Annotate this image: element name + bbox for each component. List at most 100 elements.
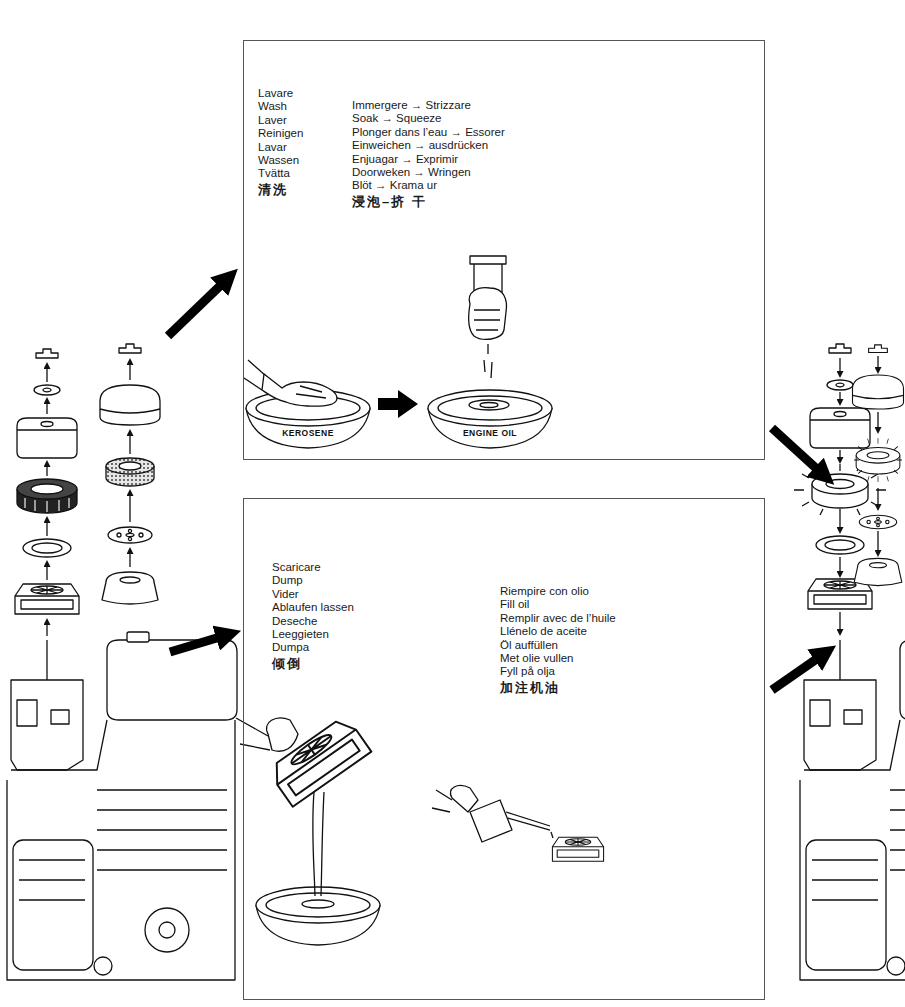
clean-rays xyxy=(854,438,902,482)
instruction-word: Fyll på olja xyxy=(500,665,616,678)
drips xyxy=(484,344,492,378)
line-art xyxy=(46,364,47,382)
instruction-word: Öl auffüllen xyxy=(500,639,616,652)
holding-hand xyxy=(450,786,478,812)
plate xyxy=(108,527,152,543)
flow-arrow xyxy=(772,658,818,690)
gasket xyxy=(816,536,864,554)
text-column: Immergere → StrizzareSoak → SqueezePlong… xyxy=(352,99,505,210)
ripple xyxy=(480,403,498,408)
instruction-word: 清洗 xyxy=(258,182,303,198)
instruction-word: Dumpa xyxy=(272,641,354,654)
finger-lines xyxy=(474,310,500,330)
line-art xyxy=(839,612,840,634)
part-arrows xyxy=(840,356,878,634)
line-art xyxy=(839,516,840,532)
text-column: Riempire con olioFill oilRemplir avec de… xyxy=(500,585,616,696)
line-art xyxy=(129,491,130,522)
instruction-word: Wash xyxy=(258,100,303,113)
instruction-word: Llénelo de aceite xyxy=(500,625,616,638)
washer xyxy=(34,385,60,395)
wing-nut xyxy=(829,344,851,353)
wing-nut xyxy=(869,345,888,353)
line-art xyxy=(877,356,878,372)
wing-nut xyxy=(36,349,58,358)
gasket xyxy=(23,539,71,557)
part-arrows xyxy=(47,360,130,636)
instruction-word: Met olie vullen xyxy=(500,652,616,665)
cleaner-base xyxy=(15,584,79,614)
foam-element xyxy=(106,458,154,486)
filling-base xyxy=(552,837,603,861)
line-art xyxy=(46,562,47,580)
instruction-word: Enjuagar → Exprimir xyxy=(352,153,505,166)
flow-arrows xyxy=(168,284,818,690)
dirty-element xyxy=(17,479,77,513)
text-column: LavareWashLaverReinigenLavarWassenTvätta… xyxy=(258,87,303,198)
instruction-word: Wassen xyxy=(258,154,303,167)
line-art xyxy=(839,358,840,376)
line-art xyxy=(46,399,47,414)
instruction-word: 浸泡–挤 干 xyxy=(352,194,505,210)
instruction-panel: ScaricareDumpViderAblaufen lassenDeseche… xyxy=(243,498,765,1000)
wing-nut xyxy=(119,344,141,353)
squeezing-fist xyxy=(469,288,507,340)
line-art xyxy=(46,462,47,476)
instruction-word: Laver xyxy=(258,114,303,127)
instruction-word: Ablaufen lassen xyxy=(272,601,354,614)
wash-steps xyxy=(244,256,552,448)
line-art xyxy=(877,412,878,432)
instruction-word: Vider xyxy=(272,588,354,601)
basin-label: KEROSENE xyxy=(280,428,336,439)
instruction-panel: LavareWashLaverReinigenLavarWassenTvätta… xyxy=(243,40,765,460)
instruction-word: Deseche xyxy=(272,615,354,628)
line-art xyxy=(877,488,878,509)
instruction-word: Dump xyxy=(272,574,354,587)
instruction-word: Reinigen xyxy=(258,127,303,140)
ripple xyxy=(302,900,334,908)
cleaner-base xyxy=(102,572,158,604)
instruction-word: Immergere → Strizzare xyxy=(352,99,505,112)
line-art xyxy=(877,531,878,555)
pouring-hand xyxy=(267,718,298,751)
ripple xyxy=(469,400,509,410)
instruction-word: Leeggieten xyxy=(272,628,354,641)
flow-arrow xyxy=(772,428,818,470)
line-art xyxy=(129,549,130,567)
instruction-word: Doorweken → Wringen xyxy=(352,166,505,179)
text-column: ScaricareDumpViderAblaufen lassenDeseche… xyxy=(272,561,354,672)
tilted-base xyxy=(267,715,371,807)
instruction-word: Soak → Squeeze xyxy=(352,112,505,125)
engine-drawing xyxy=(800,632,905,980)
oil-basin xyxy=(428,390,552,448)
instruction-word: 加注机油 xyxy=(500,680,616,696)
engine-drawing xyxy=(7,632,237,980)
flow-arrow xyxy=(168,284,222,336)
instruction-word: Riempire con olio xyxy=(500,585,616,598)
left-exploded-parts xyxy=(7,344,237,980)
cleaner-cover xyxy=(100,385,160,425)
cleaner-cover xyxy=(17,418,77,458)
flow-arrow xyxy=(170,637,220,652)
instruction-word: Lavare xyxy=(258,87,303,100)
spout xyxy=(506,812,550,830)
sleeve xyxy=(432,790,452,812)
sleeve xyxy=(236,718,270,750)
instruction-word: Lavar xyxy=(258,141,303,154)
line-art xyxy=(46,518,47,536)
instruction-word: Scaricare xyxy=(272,561,354,574)
oil-stream xyxy=(313,792,324,896)
oil-drop xyxy=(551,832,553,838)
line-art xyxy=(839,450,840,462)
step-arrow xyxy=(378,390,418,418)
instruction-word: Einweichen → ausdrücken xyxy=(352,139,505,152)
basin-label: ENGINE OIL xyxy=(461,428,519,439)
instruction-word: Tvätta xyxy=(258,167,303,180)
cleaner-cover xyxy=(853,375,904,409)
line-art xyxy=(129,360,130,380)
washing-hand xyxy=(262,374,337,406)
oil-steps xyxy=(236,715,604,945)
instruction-word: Plonger dans l’eau → Essorer xyxy=(352,126,505,139)
line-art xyxy=(129,431,130,454)
